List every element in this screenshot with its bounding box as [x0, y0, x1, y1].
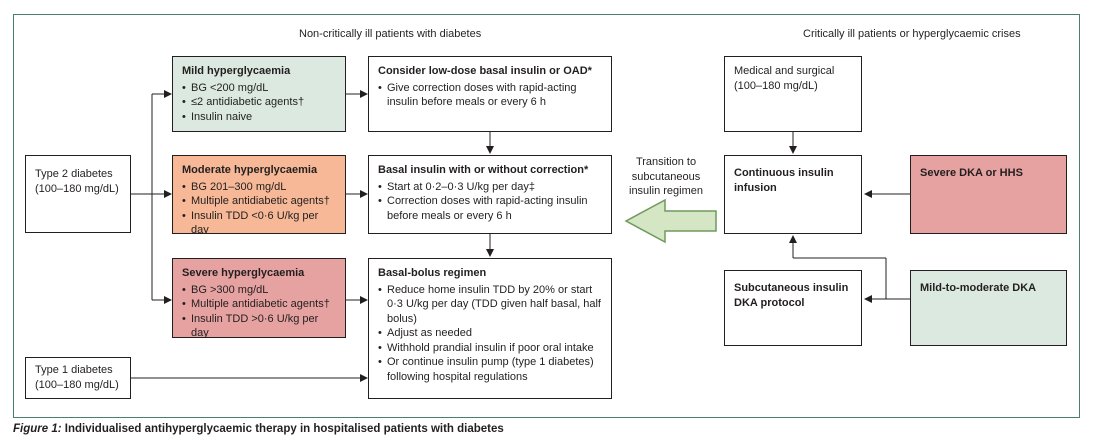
mild-item: BG <200 mg/dL: [182, 81, 336, 96]
severe-dka-box: Severe DKA or HHS: [910, 155, 1067, 234]
mild-dka-title: Mild-to-moderate DKA: [920, 282, 1037, 294]
consider-title: Consider low-dose basal insulin or OAD*: [378, 65, 592, 77]
moderate-item: Multiple antidiabetic agents†: [182, 194, 336, 209]
header-critical: Critically ill patients or hyperglycaemi…: [803, 28, 1021, 40]
caption-figure-label: Figure 1:: [13, 423, 62, 435]
moderate-item: Insulin TDD <0·6 U/kg per day: [182, 209, 336, 234]
moderate-item: BG 201–300 mg/dL: [182, 180, 336, 195]
bolus-item: Adjust as needed: [378, 326, 602, 341]
consider-item: Give correction doses with rapid-acting …: [378, 81, 602, 110]
severe-title: Severe hyperglycaemia: [182, 267, 305, 279]
figure-frame: [13, 14, 1080, 418]
infusion-title: Continuous insulin infusion: [734, 167, 834, 194]
basal-title: Basal insulin with or without correction…: [378, 164, 589, 176]
mild-title: Mild hyperglycaemia: [182, 65, 291, 77]
moderate-hyperglycaemia-box: Moderate hyperglycaemia BG 201–300 mg/dL…: [172, 155, 346, 234]
continuous-infusion-box: Continuous insulin infusion: [724, 155, 862, 234]
transition-label: Transition to subcutaneous insulin regim…: [629, 156, 703, 197]
type2-range: (100–180 mg/dL): [35, 182, 119, 195]
figure-caption: Figure 1: Individualised antihyperglycae…: [13, 423, 504, 435]
caption-text: Individualised antihyperglycaemic therap…: [61, 423, 504, 435]
mild-item: Insulin naive: [182, 110, 336, 125]
basal-item: Correction doses with rapid-acting insul…: [378, 194, 602, 223]
severe-dka-title: Severe DKA or HHS: [920, 167, 1023, 179]
type2-label: Type 2 diabetes: [35, 168, 113, 180]
basal-item: Start at 0·2–0·3 U/kg per day‡: [378, 180, 602, 195]
moderate-title: Moderate hyperglycaemia: [182, 164, 318, 176]
type1-label: Type 1 diabetes: [35, 364, 113, 376]
type2-diabetes-box: Type 2 diabetes (100–180 mg/dL): [25, 155, 131, 233]
sc-dka-protocol-box: Subcutaneous insulin DKA protocol: [724, 270, 862, 346]
mild-hyperglycaemia-box: Mild hyperglycaemia BG <200 mg/dL ≤2 ant…: [172, 56, 346, 132]
bolus-item: Withhold prandial insulin if poor oral i…: [378, 341, 602, 356]
mild-dka-box: Mild-to-moderate DKA: [910, 270, 1067, 346]
medical-label: Medical and surgical: [734, 65, 835, 77]
consider-basal-box: Consider low-dose basal insulin or OAD* …: [368, 56, 612, 132]
severe-item: Insulin TDD >0·6 U/kg per day: [182, 312, 336, 338]
bolus-item: Or continue insulin pump (type 1 diabete…: [378, 355, 602, 384]
bolus-title: Basal-bolus regimen: [378, 267, 487, 279]
type1-range: (100–180 mg/dL): [35, 378, 119, 391]
bolus-item: Reduce home insulin TDD by 20% or start …: [378, 283, 602, 327]
type1-diabetes-box: Type 1 diabetes (100–180 mg/dL): [25, 357, 131, 399]
severe-item: Multiple antidiabetic agents†: [182, 297, 336, 312]
header-non-critical: Non-critically ill patients with diabete…: [299, 28, 482, 40]
basal-insulin-box: Basal insulin with or without correction…: [368, 155, 612, 234]
basal-bolus-box: Basal-bolus regimen Reduce home insulin …: [368, 258, 612, 399]
severe-hyperglycaemia-box: Severe hyperglycaemia BG >300 mg/dL Mult…: [172, 258, 346, 338]
severe-item: BG >300 mg/dL: [182, 283, 336, 298]
sc-dka-title: Subcutaneous insulin DKA protocol: [734, 282, 849, 309]
medical-range: (100–180 mg/dL): [734, 79, 818, 92]
mild-item: ≤2 antidiabetic agents†: [182, 95, 336, 110]
medical-surgical-box: Medical and surgical (100–180 mg/dL): [724, 56, 862, 132]
